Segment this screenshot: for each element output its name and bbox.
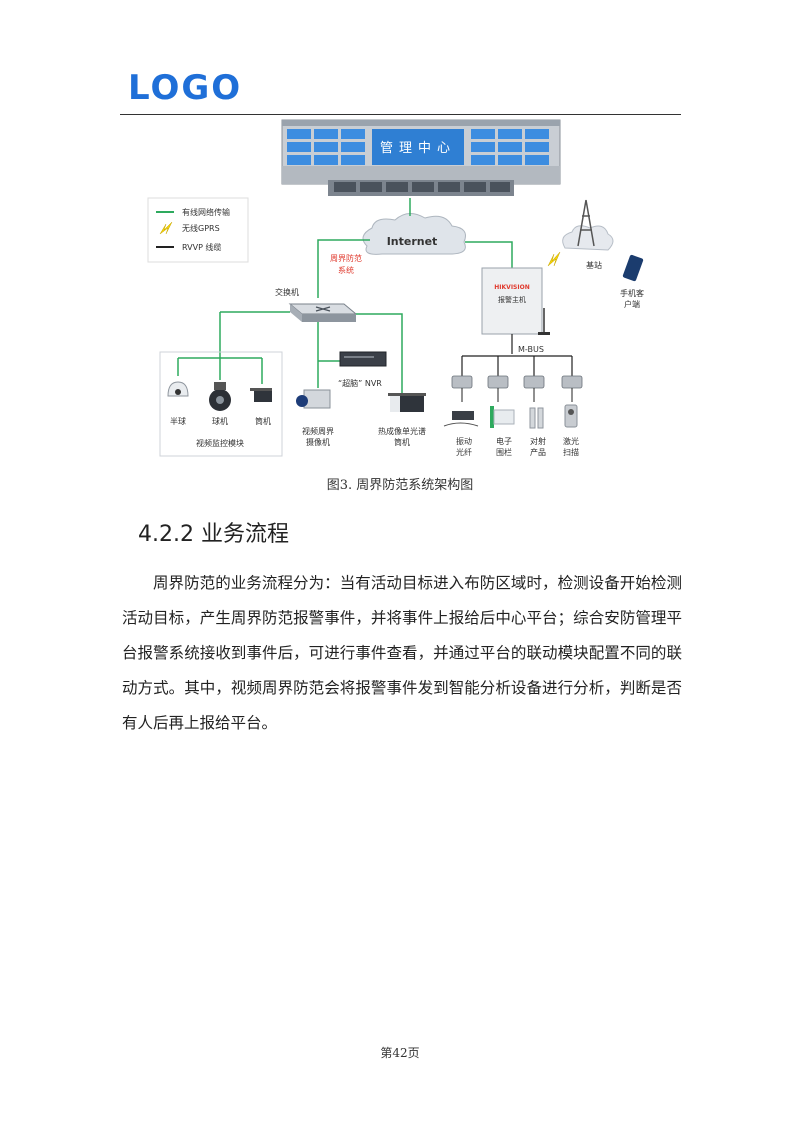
dome-camera: 半球 [167, 381, 189, 426]
header-rule [120, 114, 681, 115]
laser-label-2: 扫描 [563, 447, 579, 457]
network-switch [288, 303, 358, 322]
alarm-brand: HIKVISION [494, 284, 529, 291]
bus-module-icons [451, 375, 583, 389]
beam-detector: 对射 产品 [529, 407, 546, 457]
bullet-camera: 筒机 [250, 388, 272, 426]
lightning-icon [159, 221, 173, 235]
main-screen [372, 129, 464, 165]
base-station: 基站 [562, 199, 614, 270]
link-internet-switch [317, 239, 370, 298]
laser-label-1: 激光 [563, 436, 579, 446]
perimeter-camera-icon [303, 389, 331, 409]
internet-label: Internet [387, 235, 438, 248]
fiber-label-2: 光纤 [456, 447, 472, 457]
mobile-label-2: 户端 [624, 299, 640, 309]
mbus-modules [461, 356, 573, 376]
fiber-label-1: 振动 [456, 436, 472, 446]
video-module-label: 视频监控模块 [196, 438, 244, 448]
tower-icon [577, 199, 595, 247]
laser-icon [564, 404, 578, 428]
fence-icon [490, 406, 494, 428]
bullet-icon [254, 390, 272, 402]
ptz-camera: 球机 [209, 382, 231, 426]
legend-gprs: 无线GPRS [182, 223, 220, 233]
center-title: 管理中心 [380, 141, 456, 156]
beam-label-1: 对射 [530, 436, 546, 446]
alarm-host: HIKVISION 报警主机 [481, 267, 550, 335]
system-label-2: 系统 [338, 265, 354, 275]
gprs-icon [547, 251, 561, 267]
figure-caption: 图3. 周界防范系统架构图 [326, 478, 474, 493]
legend-wired: 有线网络传输 [182, 207, 230, 217]
thermal-label-2: 筒机 [394, 437, 410, 447]
nvr: “超脑” NVR [338, 351, 387, 388]
screen-wall-left [287, 129, 365, 165]
logo: LOGO [128, 68, 243, 108]
screen-wall-right [471, 129, 549, 165]
architecture-diagram: 管理中心 有线网络传输 无线GPRS RVVP 线缆 Internet 周界防范… [147, 119, 644, 457]
section-heading: 4.2.2 业务流程 [138, 522, 289, 547]
link-internet-alarm [465, 241, 513, 268]
perimeter-label-1: 视频周界 [302, 426, 334, 436]
link-switch-thermal [356, 313, 403, 394]
thermal-label-1: 热成像单光谱 [378, 426, 426, 436]
video-module-box [159, 351, 283, 457]
nvr-icon [339, 351, 387, 367]
beam-label-2: 产品 [530, 447, 546, 457]
switch-arrows-icon [315, 306, 331, 312]
video-perimeter-camera: 视频周界 摄像机 [296, 389, 334, 447]
legend: 有线网络传输 无线GPRS RVVP 线缆 [147, 197, 249, 263]
system-label-1: 周界防范 [330, 253, 362, 263]
mbus-label: M-BUS [518, 345, 544, 354]
mobile-client: 手机客 户端 [620, 254, 644, 309]
perimeter-label-2: 摄像机 [306, 437, 330, 447]
alarm-host-label: 报警主机 [498, 295, 526, 304]
fence-label-1: 电子 [496, 436, 512, 446]
laser-scanner: 激光 扫描 [563, 404, 579, 457]
thermal-camera: 热成像单光谱 筒机 [378, 393, 426, 447]
internet-cloud: Internet [362, 213, 466, 255]
management-center: 管理中心 [281, 119, 561, 196]
mobile-label-1: 手机客 [620, 288, 644, 298]
electronic-fence: 电子 围栏 [490, 406, 515, 457]
bus-module-links [461, 388, 573, 402]
fence-label-2: 围栏 [496, 447, 512, 457]
phone-icon [622, 254, 644, 282]
dome-label: 半球 [170, 416, 186, 426]
section-paragraph: 周界防范的业务流程分为：当有活动目标进入布防区域时，检测设备开始检测活动目标，产… [122, 574, 682, 732]
legend-rvvp: RVVP 线缆 [182, 242, 221, 252]
fiber-icon [452, 411, 474, 420]
switch-label: 交换机 [275, 287, 299, 297]
nvr-label: “超脑” NVR [338, 378, 382, 388]
ptz-label: 球机 [212, 416, 228, 426]
bullet-label: 筒机 [255, 416, 271, 426]
base-station-label: 基站 [586, 260, 602, 270]
vibration-fiber: 振动 光纤 [443, 411, 479, 457]
page-number: 第42页 [380, 1046, 420, 1060]
beam-icon [529, 407, 536, 429]
